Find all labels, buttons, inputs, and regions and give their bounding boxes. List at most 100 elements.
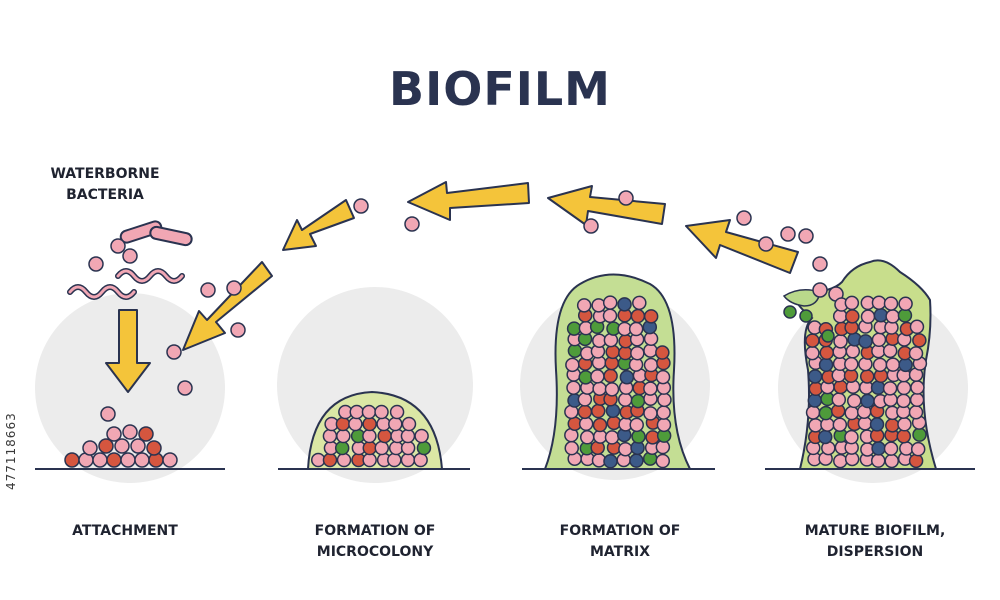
bacterium-cell	[871, 332, 887, 347]
bacterium-cell	[604, 382, 620, 397]
bacterium-cell	[833, 379, 848, 395]
bacterium-cell	[631, 429, 646, 444]
bacterium-cell	[401, 416, 417, 432]
bacterium-cell	[590, 369, 605, 384]
bacterium-cell	[590, 403, 606, 419]
bacterium-cell	[818, 357, 834, 373]
bacterium-cell	[414, 428, 429, 444]
bacterium-cell	[908, 453, 924, 469]
bacterium-cell	[910, 441, 926, 457]
bacterium-cell	[602, 308, 618, 323]
bacterium-cell	[844, 405, 859, 421]
bacterium-cell	[618, 190, 634, 206]
bacterium-cell	[860, 393, 875, 409]
bacterium-cell	[899, 441, 914, 456]
bacterium-cell	[146, 440, 162, 456]
bacterium-cell	[592, 381, 607, 396]
bacterium-cell	[605, 344, 620, 360]
bacterium-cell	[400, 428, 416, 444]
bacterium-cell	[805, 405, 821, 420]
bacterium-cell	[578, 416, 594, 432]
spiral-bacterium-fill	[116, 269, 184, 283]
arrow-mature-icon	[547, 185, 666, 226]
bacterium-cell	[322, 452, 338, 468]
bacterium-cell	[82, 440, 98, 456]
bacterium-cell	[565, 357, 580, 373]
bacterium-cell	[629, 453, 644, 468]
bacterium-cell	[896, 429, 912, 444]
bacterium-cell	[162, 452, 178, 468]
bacterium-cell	[603, 454, 618, 469]
bacterium-cell	[632, 295, 647, 311]
bacterium-cell	[98, 438, 114, 454]
bacterium-cell	[576, 298, 592, 313]
bacterium-cell	[334, 440, 350, 456]
bacterium-cell	[134, 452, 150, 468]
bacterium-cell	[583, 218, 599, 234]
bacterium-cell	[100, 406, 116, 422]
bacterium-cell	[592, 417, 608, 433]
page-title: BIOFILM	[389, 62, 611, 116]
bacterium-cell	[602, 295, 618, 310]
bacterium-cell	[226, 280, 242, 296]
bacterium-cell	[618, 441, 633, 457]
stage-label-microcolony: FORMATION OF MICROCOLONY	[314, 523, 436, 560]
bacterium-cell	[844, 429, 859, 445]
bacterium-cell	[655, 453, 671, 469]
bacterium-cell	[821, 329, 835, 343]
bacterium-cell	[808, 381, 824, 397]
bacterium-cell	[606, 415, 622, 431]
bacterium-cell	[832, 417, 848, 432]
bacterium-cell	[884, 453, 900, 469]
spiral-bacteria-fill	[68, 269, 184, 299]
bacterium-cell	[656, 405, 671, 420]
bacterium-cell	[200, 282, 216, 298]
stage-label-mature: MATURE BIOFILM, DISPERSION	[804, 523, 946, 560]
bacterium-cell	[353, 198, 369, 214]
bacterium-cell	[106, 452, 122, 468]
bacterium-cell	[831, 392, 847, 407]
bacterium-cell	[898, 296, 913, 312]
bacterium-cell	[870, 453, 886, 468]
bacterium-cell	[566, 321, 582, 336]
cycle-arrows	[105, 181, 799, 393]
bacterium-cell	[808, 418, 823, 433]
arrow-microcolony-icon	[282, 199, 355, 251]
bacterium-cell	[812, 256, 828, 272]
bacterium-cell	[377, 428, 392, 444]
bacterium-cell	[799, 309, 813, 323]
bacterium-cell	[138, 426, 154, 442]
bacterium-cell	[912, 333, 927, 348]
arrow-matrix-icon	[407, 181, 530, 221]
bacterium-cell	[566, 380, 581, 395]
bacterium-cell	[335, 416, 351, 432]
bacterium-cell	[798, 228, 814, 244]
bacterium-cell	[628, 321, 644, 337]
bacterium-cell	[629, 417, 644, 433]
bacterium-cell	[908, 346, 924, 361]
bacterium-cell	[807, 369, 823, 384]
bacterium-cell	[869, 417, 885, 432]
bacterium-cell	[630, 393, 646, 409]
bacterium-cell	[106, 426, 122, 442]
waterborne-bacteria-label: WATERBORNE BACTERIA	[50, 166, 160, 203]
bacterium-cell	[873, 307, 889, 323]
bacterium-cell	[130, 438, 146, 454]
bacterium-cell	[388, 440, 404, 456]
bacterium-cell	[564, 440, 579, 456]
bacterium-cell	[909, 319, 925, 335]
bacterium-cell	[416, 440, 432, 456]
bacterium-cell	[643, 357, 659, 373]
bacterium-cell	[657, 392, 672, 408]
bacterium-cell	[897, 417, 912, 432]
bacterium-cell	[617, 392, 633, 407]
bacterium-cell	[643, 343, 658, 358]
bacterium-cell	[758, 236, 774, 252]
bacterium-cell	[349, 404, 365, 420]
bacterium-cell	[389, 404, 405, 420]
bacterium-cell	[122, 424, 138, 440]
bacterium-cell	[362, 452, 377, 468]
bacterium-cell	[336, 452, 352, 468]
bacterium-cell	[871, 441, 886, 456]
stage-label-attachment: ATTACHMENT	[72, 523, 178, 539]
